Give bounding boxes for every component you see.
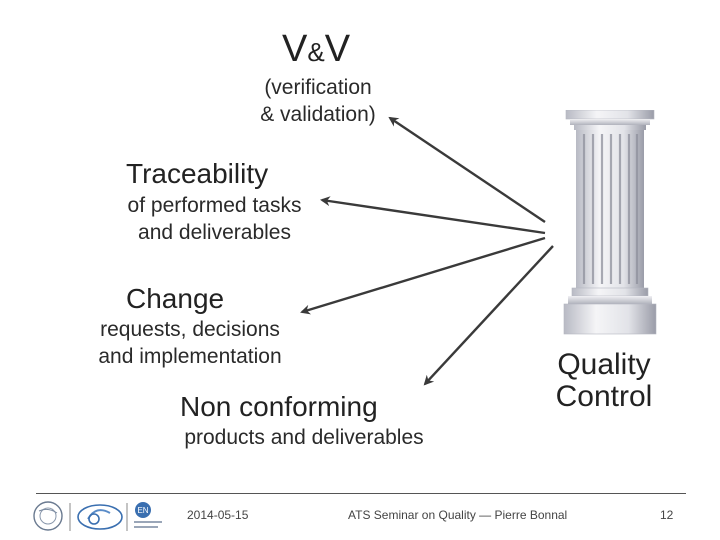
cern-logo-icon (33, 501, 63, 531)
traceability-subtitle-line1: of performed tasks (127, 194, 302, 217)
traceability-subtitle-line2: and deliverables (138, 221, 291, 244)
nonconforming-heading: Non conforming (180, 391, 378, 422)
traceability-heading: Traceability (126, 158, 269, 189)
footer-date: 2014-05-15 (187, 508, 249, 522)
vv-subtitle: (verification & validation) (248, 74, 388, 128)
quality-control-line1: Quality (557, 348, 651, 381)
footer-title: ATS Seminar on Quality — Pierre Bonnal (348, 508, 568, 522)
footer-divider (36, 493, 686, 494)
footer-page-number: 12 (660, 508, 674, 522)
change-heading: Change (126, 283, 225, 314)
slide-title: V&V (282, 28, 351, 70)
pillar-icon (563, 110, 657, 335)
arrow-to-nonconforming (423, 245, 554, 386)
change-subtitle-line1: requests, decisions (100, 318, 280, 341)
nonconforming-subtitle: products and deliverables (184, 426, 424, 449)
change-subtitle-line2: and implementation (98, 345, 282, 368)
quality-control-label: Quality Control (546, 349, 662, 413)
footer-logos: EN (33, 501, 162, 531)
quality-control-line2: Control (555, 380, 653, 413)
en-logo-text: EN (137, 506, 148, 515)
vv-subtitle-line2: & validation) (260, 103, 376, 126)
vv-subtitle-line1: (verification (264, 76, 372, 99)
en-department-logo-icon: EN (134, 502, 162, 528)
change-subtitle: requests, decisions and implementation (84, 316, 296, 370)
arrow-to-traceability (320, 196, 546, 235)
traceability-subtitle: of performed tasks and deliverables (112, 192, 317, 246)
arrow-to-change (300, 236, 546, 315)
arrow-to-vv (388, 116, 546, 223)
anniversary-logo-icon (77, 504, 123, 530)
